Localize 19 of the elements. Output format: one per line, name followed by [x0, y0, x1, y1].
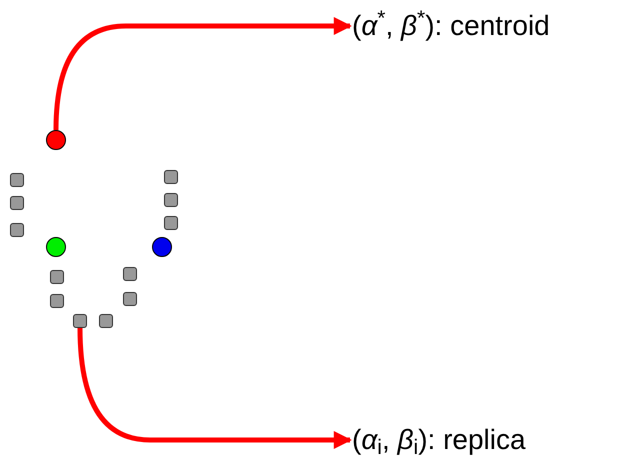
- point-marker: [46, 130, 66, 150]
- square-marker: [123, 292, 137, 306]
- square-marker: [10, 223, 24, 237]
- square-marker: [10, 173, 24, 187]
- square-marker: [164, 170, 178, 184]
- square-marker: [123, 267, 137, 281]
- point-marker: [46, 237, 66, 257]
- square-marker: [50, 270, 64, 284]
- square-marker: [73, 314, 87, 328]
- square-marker: [50, 294, 64, 308]
- formula-label: (α$^{*}$, β$^{*}$): centroid: [352, 6, 632, 46]
- square-marker: [99, 314, 113, 328]
- square-marker: [10, 196, 24, 210]
- formula-label: (α$_{i}$, β$_{i}$): replica: [352, 420, 632, 460]
- arrow: [54, 17, 352, 130]
- arrow: [78, 328, 352, 449]
- point-marker: [152, 237, 172, 257]
- square-marker: [164, 193, 178, 207]
- square-marker: [164, 216, 178, 230]
